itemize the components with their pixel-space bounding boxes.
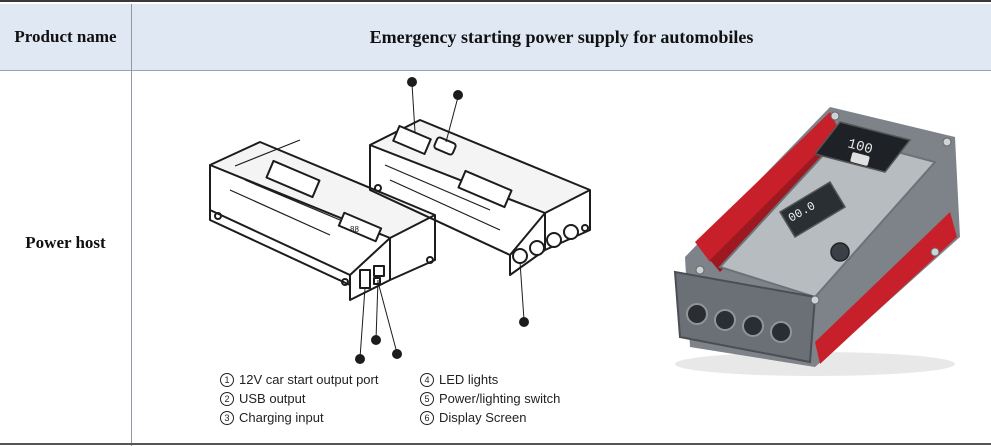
svg-text:88: 88 [350,225,359,234]
column-divider [131,4,132,446]
led-light-2 [714,309,736,331]
table-header-row [0,4,991,71]
row-label-power-host: Power host [25,233,106,252]
power-button [850,152,870,166]
led-light-3 [742,315,764,337]
header-product-name: Product name [14,27,117,46]
compass-icon [830,242,850,262]
table-bottom-border [0,443,991,445]
led-light-1 [686,303,708,325]
diagram-right-unit [369,119,591,276]
device-diagram: 88 [209,77,591,364]
header-product-title: Emergency starting power supply for auto… [369,27,754,47]
led-light-4 [770,321,792,343]
diagram-left-unit: 88 [209,139,436,301]
product-photo: 100 00.0 [673,107,960,376]
